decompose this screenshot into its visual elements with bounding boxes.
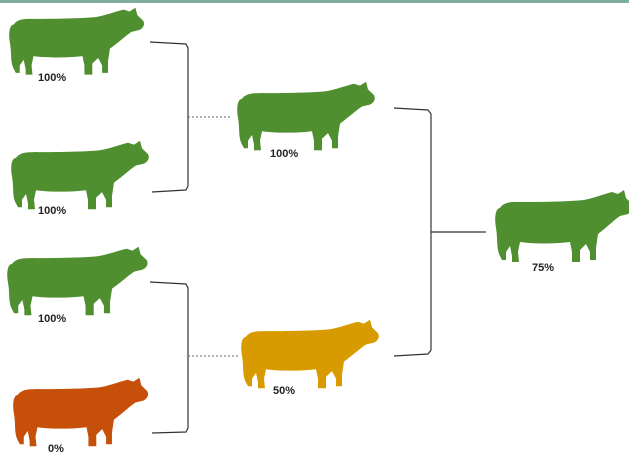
animal-child xyxy=(495,190,629,262)
label-gp1: 100% xyxy=(38,72,67,84)
cow-gp3-icon xyxy=(7,246,148,316)
animal-p1 xyxy=(237,81,375,151)
label-gp3: 100% xyxy=(38,313,67,325)
animal-gp4 xyxy=(13,377,149,447)
bracket-gp1-gp2 xyxy=(149,41,189,193)
bracket-gp3-gp4 xyxy=(149,281,189,434)
animal-gp3 xyxy=(7,246,148,316)
animal-gp2 xyxy=(11,140,149,210)
label-gp2: 100% xyxy=(38,205,67,217)
bracket-p1-p2 xyxy=(393,107,432,357)
cow-p2-icon xyxy=(241,319,379,389)
top-rule xyxy=(0,0,629,3)
label-p1: 100% xyxy=(270,148,299,160)
cow-gp4-icon xyxy=(13,377,149,447)
animal-gp1 xyxy=(9,7,145,75)
cow-p1-icon xyxy=(237,81,375,151)
cow-gp2-icon xyxy=(11,140,149,210)
label-child: 75% xyxy=(532,262,555,274)
cow-gp1-icon xyxy=(9,7,145,75)
label-p2: 50% xyxy=(273,385,296,397)
animal-p2 xyxy=(241,319,379,389)
cow-child-icon xyxy=(495,190,629,262)
label-gp4: 0% xyxy=(48,443,64,455)
dotted-connectors xyxy=(188,116,238,357)
